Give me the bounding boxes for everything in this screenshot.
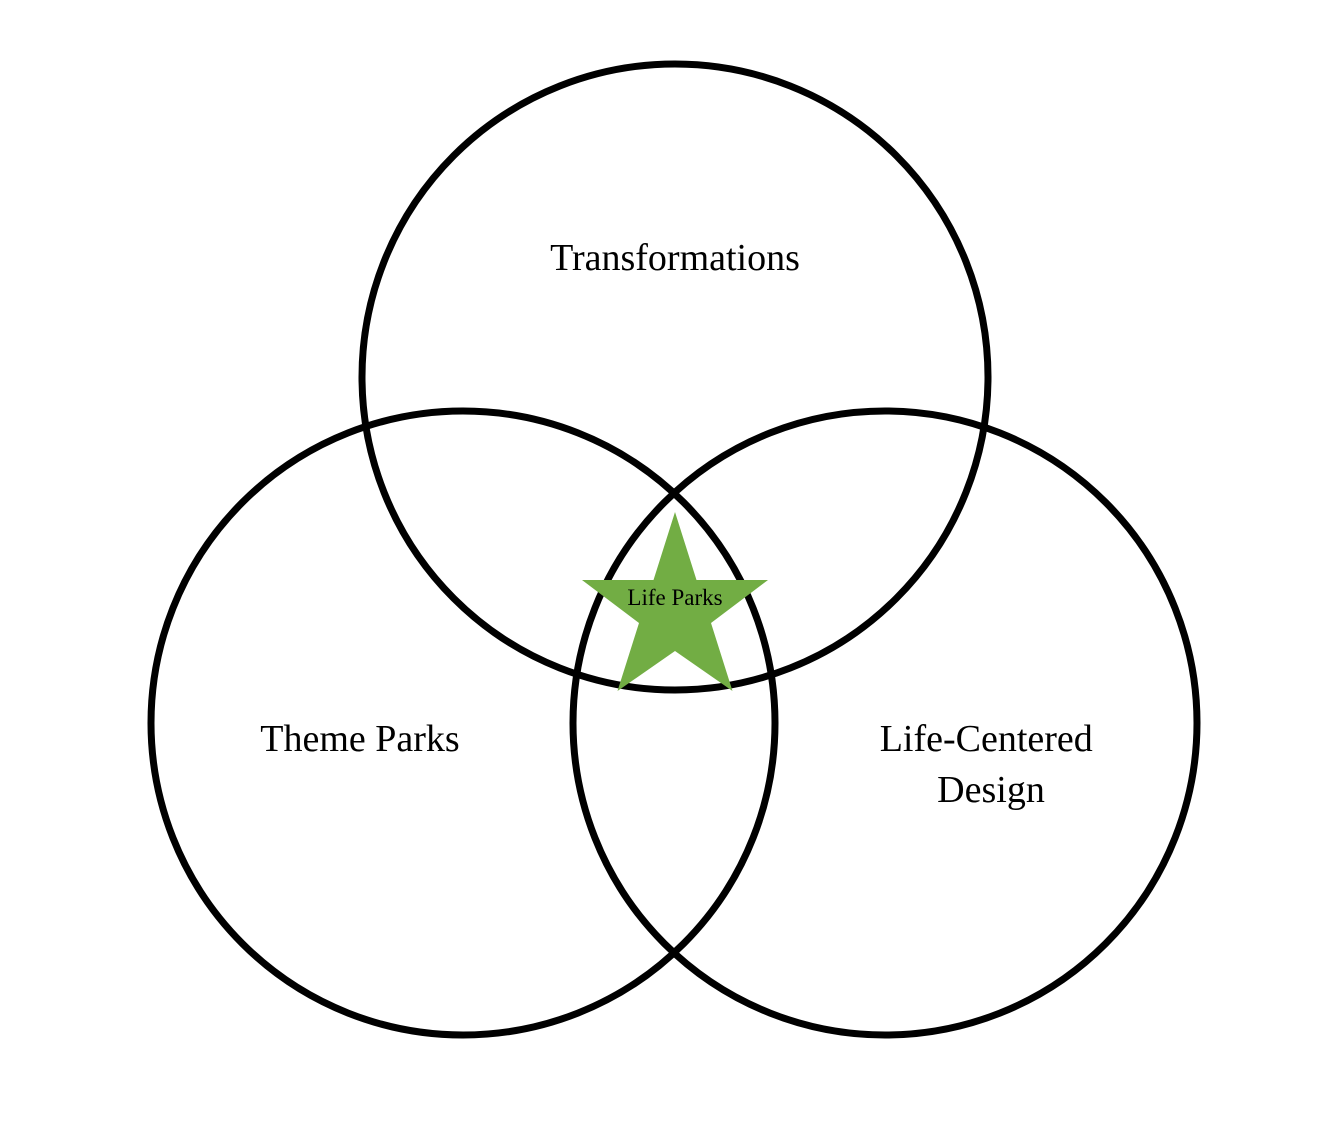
intersection-marker: Life Parks (582, 512, 768, 691)
label-life-centered-design-line-2: Design (937, 769, 1045, 811)
circle-theme-parks (147, 407, 779, 1039)
circle-transformations (358, 60, 992, 694)
circle-life-centered-design (569, 407, 1201, 1039)
label-transformations: Transformations (550, 237, 800, 279)
label-life-centered-design: Life-Centered Design (880, 718, 1103, 811)
star-icon (582, 512, 768, 691)
label-life-parks: Life Parks (627, 585, 722, 610)
label-theme-parks: Theme Parks (260, 718, 459, 760)
label-life-centered-design-line-1: Life-Centered (880, 718, 1093, 760)
